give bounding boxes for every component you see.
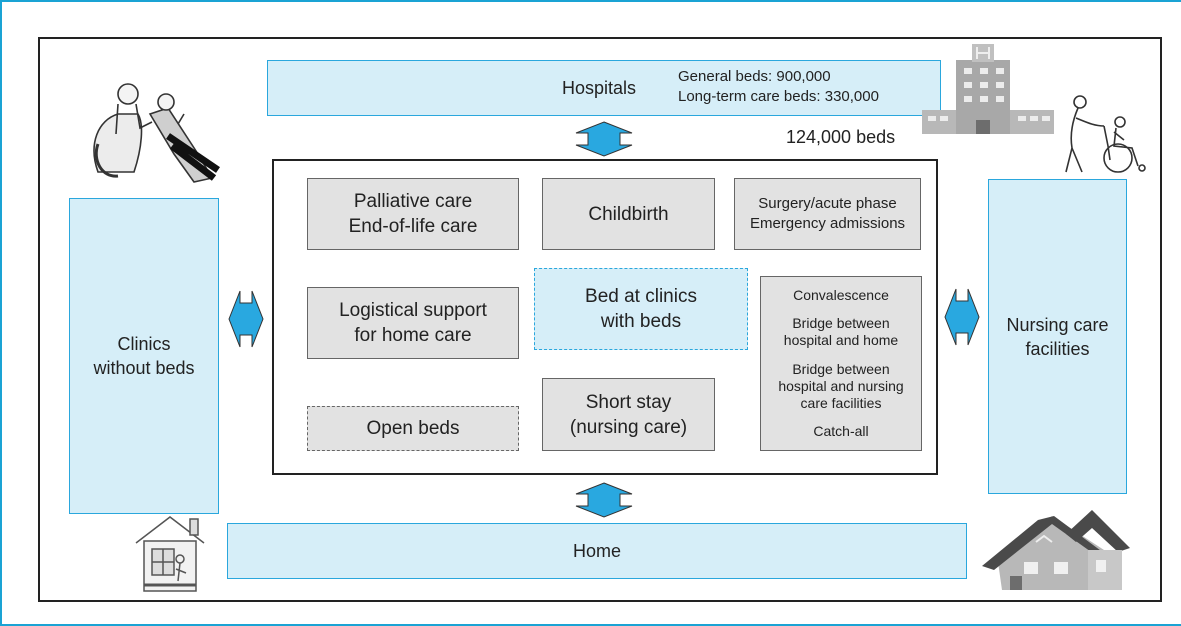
longterm-beds-label: Long-term care beds: 330,000 — [678, 88, 879, 105]
hospitals-label: Hospitals — [562, 78, 637, 98]
double-arrow-icon — [944, 288, 980, 346]
wheelchair-caregiver-icon — [1065, 95, 1146, 173]
childbirth-box: Childbirth — [542, 178, 715, 250]
diagram-frame — [38, 37, 1162, 602]
palliative-care-box: Palliative care End-of-life care — [307, 178, 519, 250]
convalescence-item: Convalescence — [793, 286, 889, 303]
bed-at-clinics-box: Bed at clinics with beds — [534, 268, 748, 350]
clinics-without-beds-box: Clinics without beds — [69, 198, 219, 514]
general-beds-label: General beds: 900,000 — [678, 68, 831, 85]
hospitals-box: Hospitals General beds: 900,000 Long-ter… — [267, 60, 941, 116]
surgery-acute-box: Surgery/acute phase Emergency admissions — [734, 178, 921, 250]
clinic-functions-frame — [272, 159, 938, 475]
home-box: Home — [227, 523, 967, 579]
clinic-beds-count: 124,000 beds — [786, 127, 896, 147]
short-stay-box: Short stay (nursing care) — [542, 378, 715, 451]
open-beds-box: Open beds — [307, 406, 519, 451]
bridge-hospital-nursing-item: Bridge between hospital and nursing care… — [778, 360, 904, 411]
convalescence-box: Convalescence Bridge between hospital an… — [760, 276, 922, 451]
bridge-hospital-home-item: Bridge between hospital and home — [783, 315, 899, 349]
double-arrow-icon — [575, 121, 633, 157]
logistical-support-box: Logistical support for home care — [307, 287, 519, 359]
double-arrow-icon — [228, 290, 264, 348]
patient-exam-icon — [93, 83, 220, 183]
home-care-icon — [135, 516, 205, 592]
house-icon — [982, 510, 1130, 590]
nursing-care-facilities-box: Nursing care facilities — [988, 179, 1127, 494]
catch-all-item: Catch-all — [813, 423, 869, 440]
double-arrow-icon — [575, 482, 633, 518]
hospital-building-icon — [922, 44, 1054, 134]
